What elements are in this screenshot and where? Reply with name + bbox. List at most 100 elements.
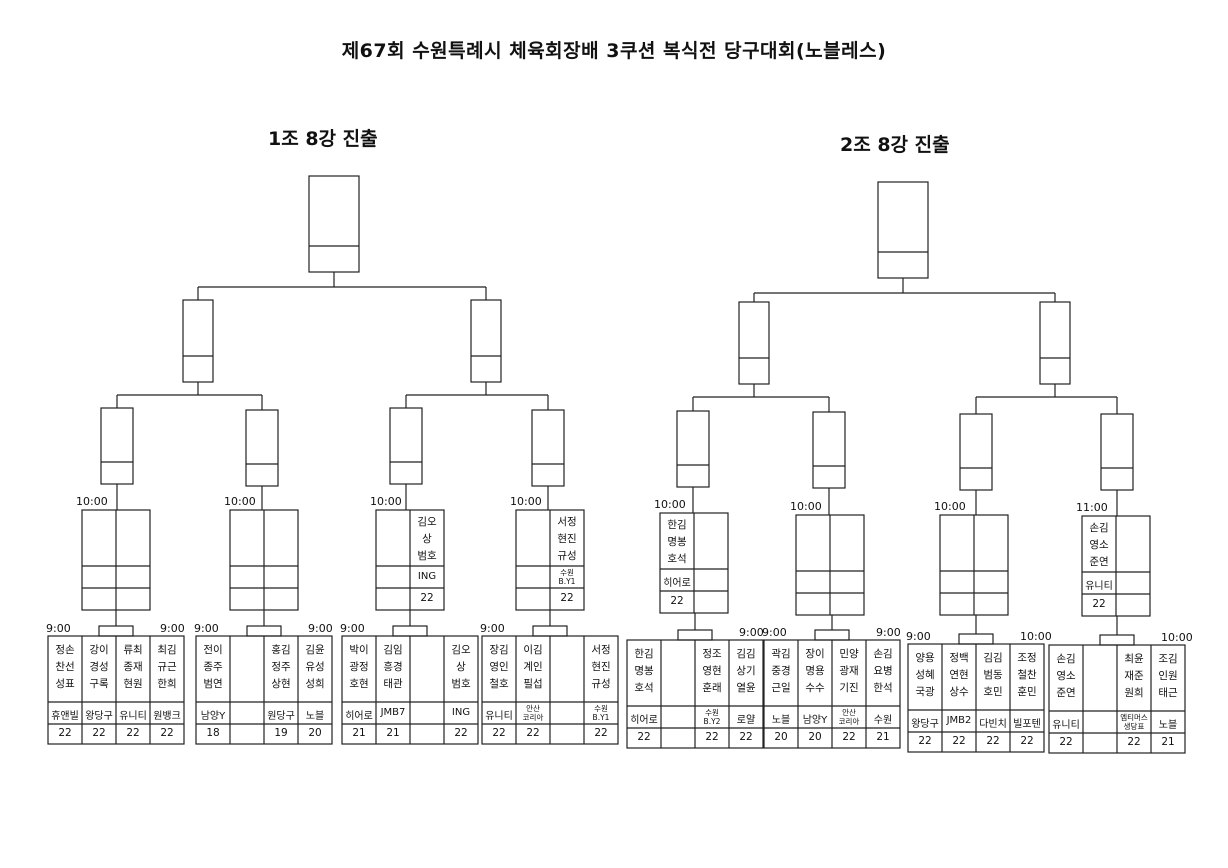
team-score: 20 — [308, 727, 322, 739]
player-name-line: 연현 — [949, 669, 969, 681]
player-name-line: 광재 — [839, 665, 859, 677]
match-time-right: 9:00 — [739, 626, 764, 639]
player-name-line: 최윤 — [1124, 653, 1144, 665]
team-club: 노블 — [1158, 720, 1178, 731]
team-score: 19 — [274, 727, 288, 739]
team-club: 남양Y — [802, 715, 828, 726]
match-time-right: 9:00 — [160, 622, 185, 635]
player-name-line: 규성 — [557, 550, 577, 562]
team-club: 남양Y — [200, 711, 226, 722]
player-name-line: 김임 — [383, 644, 403, 656]
match-time-left: 9:00 — [340, 622, 365, 635]
player-name-line: 김윤 — [305, 644, 325, 656]
player-name-line: 상현 — [271, 678, 291, 690]
team-club: 수원 — [873, 715, 893, 726]
player-name-line: 유성 — [305, 661, 325, 673]
semi-box — [182, 299, 214, 383]
match-time: 10:00 — [370, 495, 402, 508]
player-name-line: 호석 — [667, 553, 687, 565]
team-score: 22 — [160, 727, 174, 739]
player-name-line: 호석 — [634, 682, 654, 694]
team-club: 유니티 — [119, 711, 147, 722]
team-score: 22 — [1059, 736, 1073, 748]
team-club: 엠티머스 생당표 — [1120, 713, 1148, 731]
player-name-line: 종재 — [123, 661, 143, 673]
team-club: 수원 B.Y1 — [592, 704, 610, 722]
team-score: 22 — [670, 595, 684, 607]
player-name-line: 태관 — [383, 678, 403, 690]
player-name-line: 명봉 — [634, 665, 654, 677]
player-name-line: 김오 — [451, 644, 471, 656]
semi-box — [738, 301, 770, 385]
team-score: 22 — [637, 731, 651, 743]
team-club: 휴앤빌 — [51, 711, 79, 722]
player-name-line: 손김 — [1056, 653, 1076, 665]
team-score: 20 — [808, 731, 822, 743]
player-name-line: 명용 — [805, 665, 825, 677]
player-name-line: 범호 — [417, 550, 437, 562]
team-club: 빌포텐 — [1013, 719, 1041, 730]
quarter-box — [389, 407, 423, 485]
player-name-line: 손김 — [1089, 522, 1109, 534]
final-box — [308, 175, 360, 273]
player-name-line: 열윤 — [736, 682, 756, 694]
r1-connector-box — [532, 625, 568, 637]
player-name-line: 원희 — [1124, 687, 1144, 699]
player-name-line: 수수 — [805, 682, 825, 694]
team-score: 22 — [92, 727, 106, 739]
player-name-line: 상 — [422, 533, 432, 545]
player-name-line: 준연 — [1089, 556, 1109, 568]
team-score: 22 — [739, 731, 753, 743]
player-name-line: 상기 — [736, 665, 756, 677]
player-name-line: 류최 — [123, 644, 143, 656]
team-score: 22 — [705, 731, 719, 743]
team-score: 22 — [1092, 598, 1106, 610]
team-club: JMB2 — [946, 715, 972, 726]
player-name-line: 현원 — [123, 678, 143, 690]
match-time: 10:00 — [790, 500, 822, 513]
player-name-line: 현진 — [591, 661, 611, 673]
team-score: 22 — [420, 592, 434, 604]
team-score: 22 — [952, 735, 966, 747]
player-name-line: 찬선 — [55, 661, 75, 673]
player-name-line: 영현 — [702, 665, 722, 677]
player-name-line: 정조 — [702, 648, 722, 660]
player-name-line: 한김 — [667, 519, 687, 531]
team-club: 다빈치 — [979, 719, 1007, 730]
player-name-line: 범동 — [983, 669, 1003, 681]
player-name-line: 범호 — [451, 678, 471, 690]
player-name-line: 철호 — [489, 678, 509, 690]
team-club: 왕당구 — [911, 719, 939, 730]
team-club: 안산 코리아 — [838, 708, 860, 726]
player-name-line: 호민 — [983, 686, 1003, 698]
player-name-line: 중경 — [771, 665, 791, 677]
team-club: 히어로 — [663, 578, 691, 589]
team-score: 22 — [1020, 735, 1034, 747]
team-club: 유니티 — [1052, 720, 1080, 731]
match-time-left: 9:00 — [480, 622, 505, 635]
team-score: 22 — [58, 727, 72, 739]
team-score: 22 — [526, 727, 540, 739]
player-name-line: 이김 — [523, 644, 543, 656]
player-name-line: 범연 — [203, 678, 223, 690]
quarter-box — [676, 410, 710, 488]
group-1-title: 1조 8강 진출 — [268, 128, 378, 150]
match-time-right: 9:00 — [876, 626, 901, 639]
page-title: 제67회 수원특례시 체육회장배 3쿠션 복식전 당구대회(노블레스) — [341, 40, 887, 62]
player-name-line: 영소 — [1056, 670, 1076, 682]
player-name-line: 조정 — [1017, 652, 1037, 664]
match-time-right: 9:00 — [308, 622, 333, 635]
